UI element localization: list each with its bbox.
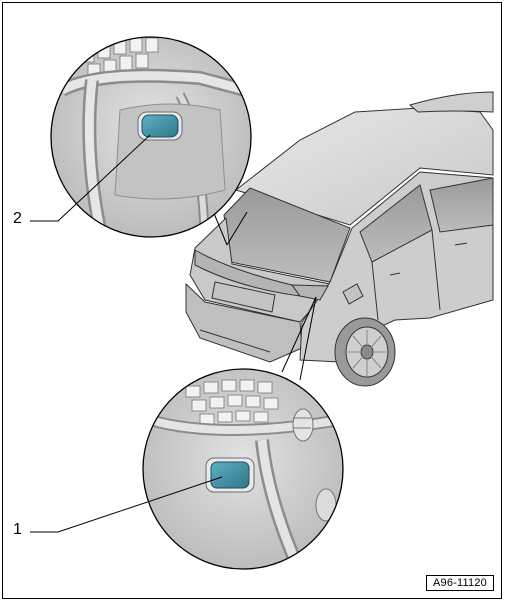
detail-circle-top	[50, 36, 252, 238]
component-2	[141, 114, 179, 138]
rear-wheel	[334, 317, 396, 387]
figure-frame	[2, 2, 502, 599]
detail-view-bottom	[143, 369, 343, 569]
detail-circle-bottom	[142, 368, 344, 570]
callout-1: 1	[13, 521, 22, 538]
callout-leaders	[30, 134, 223, 533]
component-1	[210, 461, 250, 489]
detail-view-top	[51, 37, 251, 237]
figure-id-label: A96-11120	[426, 575, 494, 591]
callout-2: 2	[13, 210, 22, 227]
car-body	[185, 91, 494, 363]
